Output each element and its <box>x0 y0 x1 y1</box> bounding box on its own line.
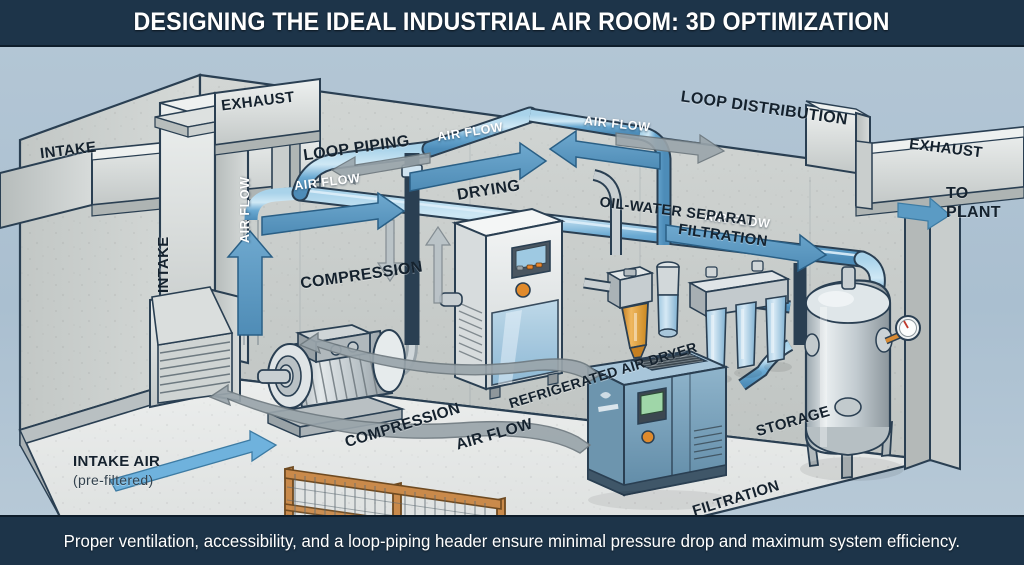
airflow-banner-upper-right <box>548 129 661 170</box>
airflow-banner-upper-left <box>261 191 406 236</box>
airflow-banner-vertical <box>226 229 274 336</box>
wall-arrow-left <box>330 152 431 186</box>
wall-arrow-right <box>615 132 726 164</box>
to-plant-line1: TO <box>946 185 969 202</box>
isometric-scene: INTAKE INTAKE EXHAUST EXHAUST LOOP PIPIN… <box>0 45 1024 517</box>
header-banner: DESIGNING THE IDEAL INDUSTRIAL AIR ROOM:… <box>0 0 1024 47</box>
intake-louver-box <box>149 286 241 409</box>
footer-banner: Proper ventilation, accessibility, and a… <box>0 515 1024 565</box>
screw-compressor-package <box>584 349 732 510</box>
airflow-banner-right <box>665 224 828 273</box>
filtration-bank <box>687 260 792 384</box>
intake-air-subtitle: (pre-filtered) <box>73 472 154 488</box>
page-title: DESIGNING THE IDEAL INDUSTRIAL AIR ROOM:… <box>133 8 891 36</box>
scene-artwork <box>0 73 1024 517</box>
callout-intake-air: INTAKE AIR (pre-filtered) <box>73 453 160 488</box>
oil-water-separator <box>583 266 655 359</box>
loop-pipe-upper-left <box>291 106 539 202</box>
inline-filter <box>656 261 680 338</box>
caption: Proper ventilation, accessibility, and a… <box>63 530 961 551</box>
floor-arrow-intake <box>109 429 278 492</box>
floor-arrow-path <box>208 331 602 454</box>
to-plant-line2: PLANT <box>946 204 1001 221</box>
wall-arrow-down <box>376 219 404 283</box>
exhaust-duct-left <box>214 77 321 156</box>
intake-air-title: INTAKE AIR <box>73 453 161 470</box>
airflow-banner-upper-mid <box>409 141 548 192</box>
pressure-gauge-icon <box>884 315 921 345</box>
wall-arrow-to-plant <box>897 196 952 231</box>
wall-arrow-up <box>424 225 452 304</box>
callout-to-plant: TO PLANT <box>946 184 1001 222</box>
air-receiver-tank <box>800 266 921 481</box>
